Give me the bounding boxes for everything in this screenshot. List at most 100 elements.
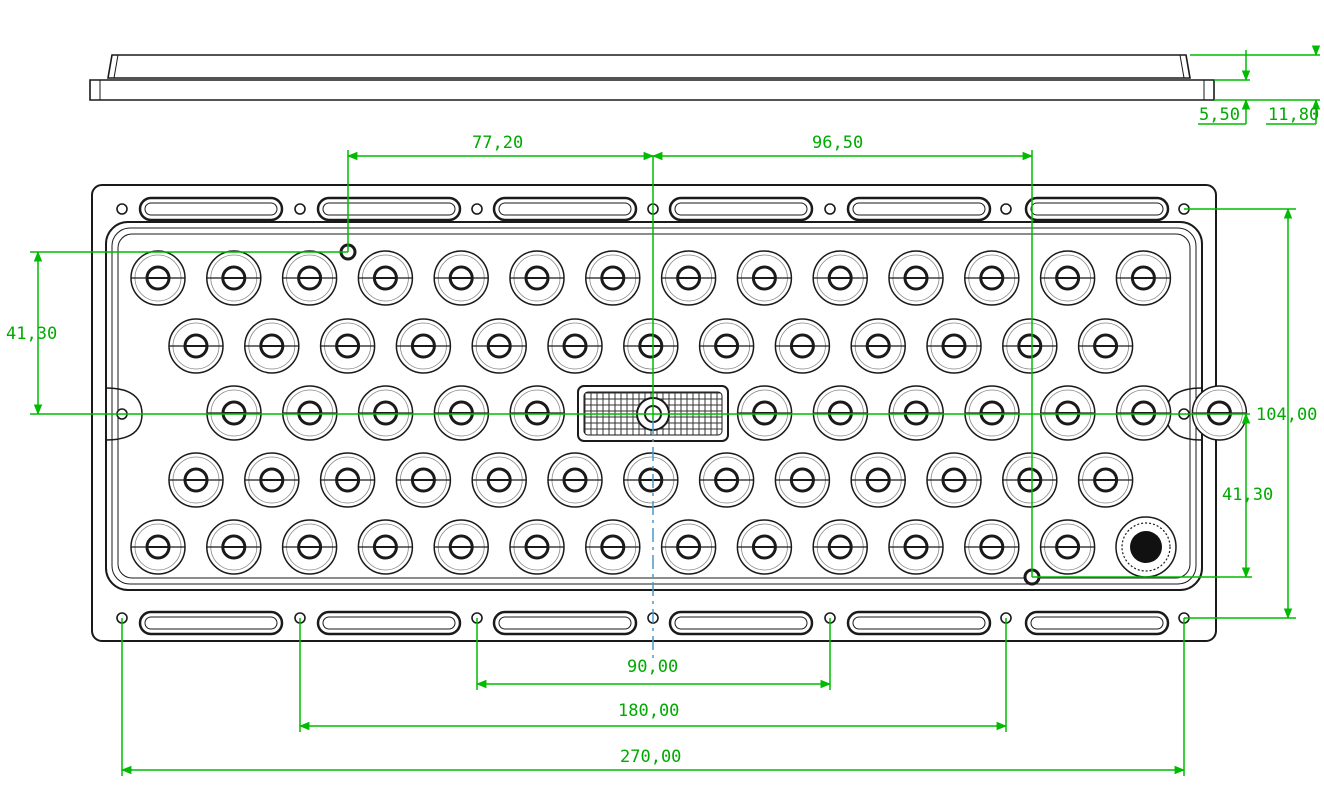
led-lens (850, 452, 906, 508)
led-lens (736, 250, 793, 306)
slot (316, 610, 462, 636)
led-lens (357, 385, 414, 441)
led-lens (130, 519, 186, 575)
slot (668, 610, 814, 636)
led-lens (888, 519, 944, 575)
led-lens (244, 318, 300, 374)
led-lens (660, 519, 717, 575)
dim-pitch-outer: 270,00 (620, 747, 681, 767)
slot (1024, 196, 1170, 222)
led-lens (319, 452, 376, 508)
slot (1024, 610, 1170, 636)
slot (138, 196, 284, 222)
led-lens (433, 519, 489, 575)
slot (138, 610, 284, 636)
led-lens (1077, 318, 1134, 374)
slot (846, 610, 992, 636)
dim-overall-depth: 104,00 (1256, 405, 1317, 425)
led-lens (395, 452, 452, 508)
led-lens (964, 519, 1020, 575)
dim-hole-offset-left: 41,30 (6, 324, 57, 344)
led-lens (698, 318, 755, 374)
lens-array (130, 250, 1248, 575)
led-lens (812, 250, 868, 306)
led-lens (888, 250, 944, 306)
top-slots (138, 196, 1170, 222)
led-lens (660, 250, 717, 306)
slot (316, 196, 462, 222)
led-lens (850, 318, 906, 374)
led-lens (130, 250, 186, 306)
dim-pitch-inner: 90,00 (627, 657, 678, 677)
led-lens (433, 250, 489, 306)
led-lens (736, 385, 793, 441)
led-lens (964, 385, 1020, 441)
dimension-labels: 11,80 5,50 77,20 96,50 41,30 41,30 104,0… (6, 105, 1319, 767)
led-lens (926, 318, 982, 374)
led-lens (964, 250, 1020, 306)
led-lens (1002, 318, 1058, 374)
led-lens (357, 250, 414, 306)
led-lens (774, 452, 831, 508)
plan-view (91, 184, 1248, 642)
led-lens (168, 452, 224, 508)
mounting-hole (116, 203, 128, 215)
led-lens (1115, 250, 1172, 306)
mounting-hole (1000, 203, 1012, 215)
dim-hole-to-center-right: 96,50 (812, 133, 863, 153)
led-lens (1191, 385, 1248, 441)
led-lens (547, 452, 603, 508)
led-lens (206, 519, 262, 575)
bottom-slots (138, 610, 1170, 636)
led-lens (926, 452, 982, 508)
dimension-lines (30, 45, 1321, 776)
led-lens (509, 385, 565, 441)
led-lens (585, 250, 641, 306)
led-lens (1039, 519, 1096, 575)
led-lens (509, 250, 565, 306)
side-view (89, 54, 1215, 101)
led-lens (471, 318, 527, 374)
led-lens (623, 318, 679, 374)
led-lens (1040, 385, 1096, 441)
led-lens (282, 385, 338, 441)
dim-pitch-middle: 180,00 (618, 701, 679, 721)
cable-gland (1115, 516, 1177, 578)
led-lens (281, 519, 338, 575)
led-lens (1077, 452, 1134, 508)
led-lens (1115, 385, 1172, 441)
led-lens (623, 452, 679, 508)
led-lens (1039, 250, 1096, 306)
led-lens (585, 519, 641, 575)
led-lens (698, 452, 755, 508)
led-lens (509, 519, 565, 575)
led-lens (206, 250, 262, 306)
dim-hole-offset-right: 41,30 (1222, 485, 1273, 505)
led-lens (206, 385, 262, 441)
led-lens (433, 385, 490, 441)
led-lens (281, 250, 338, 306)
led-lens (1002, 452, 1058, 508)
slot (492, 610, 638, 636)
led-lens (547, 318, 603, 374)
led-lens (812, 385, 869, 441)
led-lens (812, 519, 868, 575)
dim-hole-to-center-left: 77,20 (472, 133, 523, 153)
led-lens (774, 318, 831, 374)
slot (846, 196, 992, 222)
led-lens (319, 318, 376, 374)
slot (492, 196, 638, 222)
mounting-hole (824, 203, 836, 215)
led-lens (168, 318, 224, 374)
mounting-hole (471, 203, 483, 215)
slot (668, 196, 814, 222)
dim-total-height: 11,80 (1268, 105, 1319, 125)
led-lens (395, 318, 452, 374)
dim-base-height: 5,50 (1199, 105, 1240, 125)
led-lens (244, 452, 300, 508)
led-lens (888, 385, 944, 441)
led-lens (357, 519, 414, 575)
mounting-hole (294, 203, 306, 215)
led-lens (736, 519, 793, 575)
